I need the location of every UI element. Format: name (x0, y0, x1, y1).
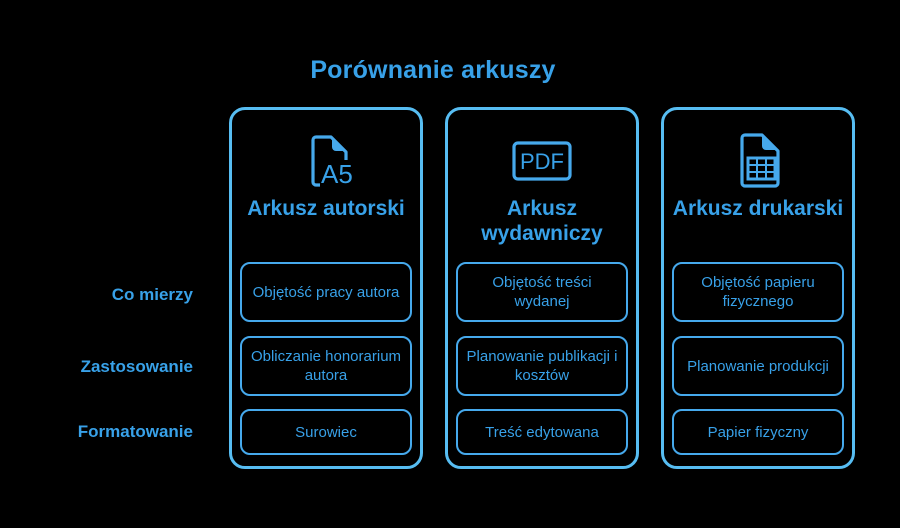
card-arkusz-wydawniczy: PDF Arkusz wydawniczy Objętość treści wy… (445, 107, 639, 469)
card-title: Arkusz drukarski (672, 197, 844, 220)
row-label-formatowanie: Formatowanie (77, 422, 193, 441)
row-label-zastosowanie: Zastosowanie (80, 357, 193, 376)
page-title: Porównanie arkuszy (310, 56, 556, 84)
card-arkusz-autorski: A5 Arkusz autorski Objętość pracy autora… (229, 107, 423, 469)
cell-zastosowanie: Planowanie publikacji i kosztów (456, 336, 628, 396)
svg-text:PDF: PDF (520, 149, 564, 174)
cell-zastosowanie: Obliczanie honorarium autora (240, 336, 412, 396)
cell-co-mierzy: Objętość papieru fizycznego (672, 262, 844, 322)
pdf-file-icon: PDF (448, 124, 636, 198)
cell-formatowanie: Papier fizyczny (672, 409, 844, 455)
cell-co-mierzy: Objętość treści wydanej (456, 262, 628, 322)
cell-zastosowanie: Planowanie produkcji (672, 336, 844, 396)
card-arkusz-drukarski: Arkusz drukarski Objętość papieru fizycz… (661, 107, 855, 469)
svg-text:A5: A5 (321, 159, 353, 189)
card-title: Arkusz autorski (247, 197, 405, 220)
card-title: Arkusz wydawniczy (481, 197, 603, 245)
cell-co-mierzy: Objętość pracy autora (240, 262, 412, 322)
spreadsheet-file-icon (664, 124, 852, 198)
cell-formatowanie: Treść edytowana (456, 409, 628, 455)
cell-formatowanie: Surowiec (240, 409, 412, 455)
a5-sheet-icon: A5 (232, 124, 420, 198)
row-label-co-mierzy: Co mierzy (111, 285, 193, 304)
